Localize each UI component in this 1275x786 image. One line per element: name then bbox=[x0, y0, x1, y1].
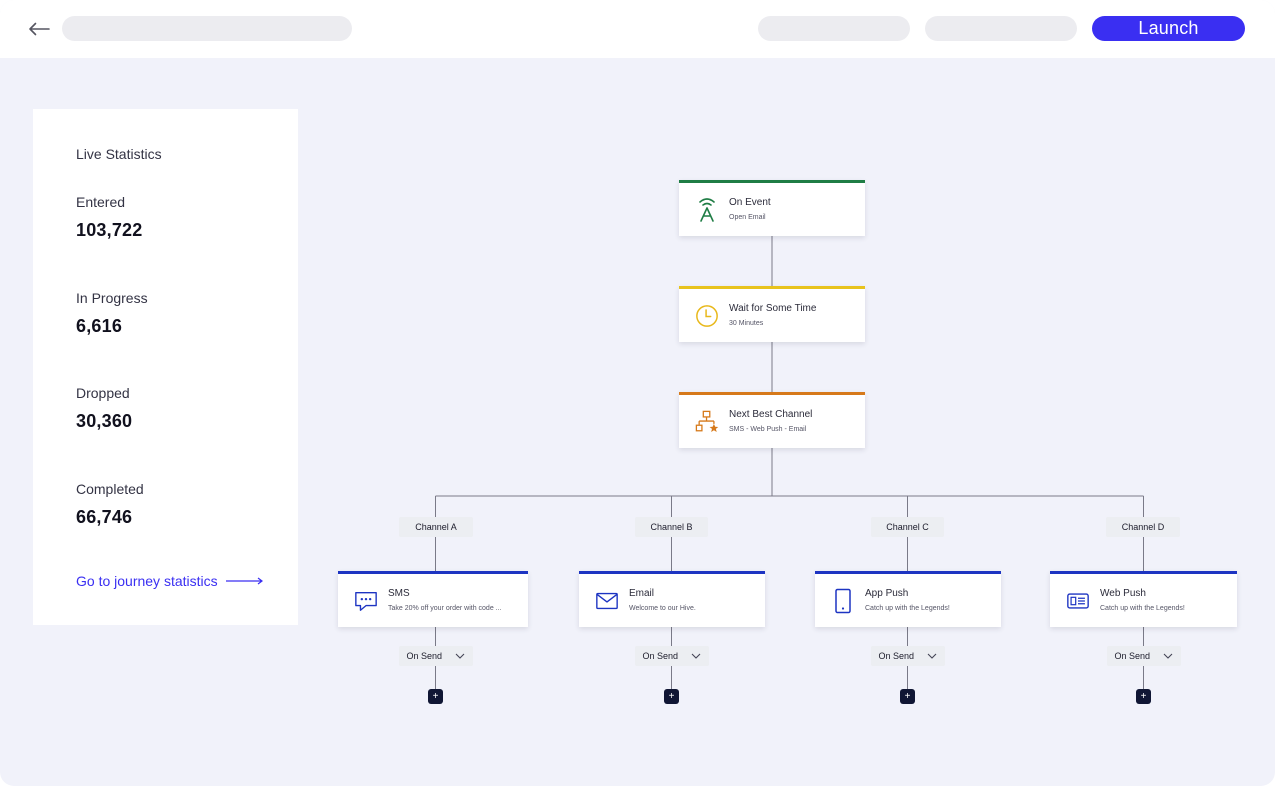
add-step-button-d[interactable]: + bbox=[1136, 689, 1151, 704]
on-send-dropdown-b[interactable]: On Send bbox=[634, 646, 709, 666]
node-title: Email bbox=[629, 588, 655, 599]
action-button-placeholder-1[interactable] bbox=[758, 16, 910, 41]
arrow-left-icon bbox=[29, 22, 50, 36]
dropdown-value: On Send bbox=[878, 651, 915, 661]
broadcast-tower-icon bbox=[695, 197, 719, 222]
live-statistics-panel: Live Statistics Entered 103,722 In Progr… bbox=[33, 109, 298, 625]
node-subtitle: Catch up with the Legends! bbox=[865, 605, 950, 612]
mobile-phone-icon bbox=[831, 588, 855, 613]
email-node[interactable]: Email Welcome to our Hive. bbox=[579, 571, 765, 627]
chevron-down-icon bbox=[1163, 653, 1172, 659]
node-subtitle: Catch up with the Legends! bbox=[1100, 605, 1185, 612]
stat-value: 66,746 bbox=[76, 507, 133, 527]
web-push-node[interactable]: Web Push Catch up with the Legends! bbox=[1050, 571, 1237, 627]
stat-entered: Entered 103,722 bbox=[76, 194, 142, 241]
stat-label: Completed bbox=[76, 481, 144, 497]
arrow-right-icon bbox=[225, 577, 263, 585]
stat-in-progress: In Progress 6,616 bbox=[76, 290, 148, 337]
on-send-dropdown-a[interactable]: On Send bbox=[398, 646, 473, 666]
launch-button[interactable]: Launch bbox=[1092, 16, 1245, 41]
node-title: On Event bbox=[729, 197, 771, 208]
app-push-node[interactable]: App Push Catch up with the Legends! bbox=[815, 571, 1001, 627]
sms-bubble-icon bbox=[354, 589, 378, 613]
stat-label: Dropped bbox=[76, 385, 130, 401]
channel-tag-d: Channel D bbox=[1106, 517, 1180, 537]
dropdown-value: On Send bbox=[1114, 651, 1151, 661]
add-step-button-a[interactable]: + bbox=[428, 689, 443, 704]
journey-statistics-link-label: Go to journey statistics bbox=[76, 573, 218, 589]
node-subtitle: Take 20% off your order with code ... bbox=[388, 605, 502, 612]
clock-icon bbox=[695, 304, 719, 328]
chevron-down-icon bbox=[927, 653, 936, 659]
journey-title-placeholder[interactable] bbox=[62, 16, 352, 41]
dropdown-value: On Send bbox=[406, 651, 443, 661]
envelope-icon bbox=[595, 589, 619, 613]
back-button[interactable] bbox=[26, 16, 52, 42]
node-title: Next Best Channel bbox=[729, 409, 813, 420]
browser-card-icon bbox=[1066, 589, 1090, 613]
sms-node[interactable]: SMS Take 20% off your order with code ..… bbox=[338, 571, 528, 627]
journey-canvas: On Event Open Email Wait for Some Time 3… bbox=[0, 58, 1275, 786]
action-button-placeholder-2[interactable] bbox=[925, 16, 1077, 41]
channel-tree-icon bbox=[695, 410, 719, 434]
node-title: Web Push bbox=[1100, 588, 1146, 599]
next-best-channel-node[interactable]: Next Best Channel SMS - Web Push - Email bbox=[679, 392, 865, 448]
add-step-button-b[interactable]: + bbox=[664, 689, 679, 704]
chevron-down-icon bbox=[691, 653, 700, 659]
node-subtitle: Open Email bbox=[729, 214, 766, 221]
dropdown-value: On Send bbox=[642, 651, 679, 661]
chevron-down-icon bbox=[455, 653, 464, 659]
stat-value: 30,360 bbox=[76, 411, 133, 431]
flow-connectors bbox=[435, 236, 1144, 689]
top-bar: Launch bbox=[0, 0, 1275, 58]
on-send-dropdown-d[interactable]: On Send bbox=[1106, 646, 1181, 666]
stats-title: Live Statistics bbox=[76, 146, 162, 162]
node-subtitle: SMS - Web Push - Email bbox=[729, 426, 807, 433]
stat-completed: Completed 66,746 bbox=[76, 481, 144, 528]
on-event-node[interactable]: On Event Open Email bbox=[679, 180, 865, 236]
stat-label: In Progress bbox=[76, 290, 148, 306]
node-subtitle: Welcome to our Hive. bbox=[629, 605, 696, 612]
add-step-button-c[interactable]: + bbox=[900, 689, 915, 704]
node-title: SMS bbox=[388, 588, 410, 599]
channel-tag-b: Channel B bbox=[635, 517, 708, 537]
node-title: Wait for Some Time bbox=[729, 303, 817, 314]
stat-value: 103,722 bbox=[76, 220, 143, 240]
wait-node[interactable]: Wait for Some Time 30 Minutes bbox=[679, 286, 865, 342]
stat-label: Entered bbox=[76, 194, 126, 210]
channel-tag-c: Channel C bbox=[871, 517, 944, 537]
stat-dropped: Dropped 30,360 bbox=[76, 385, 132, 432]
node-title: App Push bbox=[865, 588, 909, 599]
channel-tag-a: Channel A bbox=[399, 517, 473, 537]
node-subtitle: 30 Minutes bbox=[729, 320, 764, 327]
on-send-dropdown-c[interactable]: On Send bbox=[870, 646, 945, 666]
stat-value: 6,616 bbox=[76, 316, 123, 336]
journey-statistics-link[interactable]: Go to journey statistics bbox=[76, 573, 264, 589]
